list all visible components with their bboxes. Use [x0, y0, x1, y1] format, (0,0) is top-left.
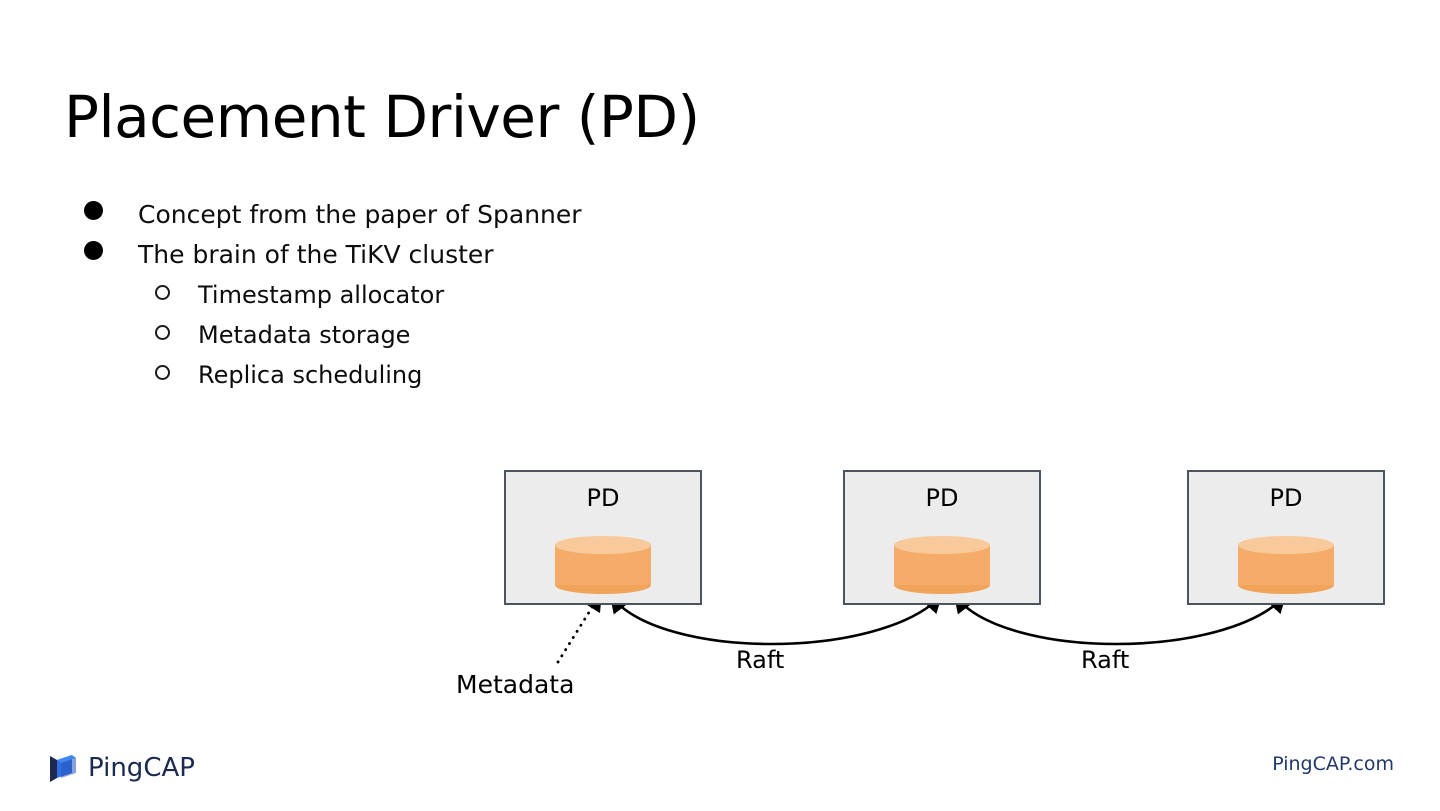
- filled-disc-bullet-icon: [84, 241, 103, 260]
- raft-edge-label-2: Raft: [1081, 646, 1130, 674]
- list-item-label: Timestamp allocator: [198, 281, 445, 309]
- pd-node-1: PD: [504, 470, 702, 605]
- list-item-label: The brain of the TiKV cluster: [138, 240, 494, 269]
- database-cylinder-icon: [1238, 536, 1334, 594]
- database-cylinder-icon: [555, 536, 651, 594]
- bullet-list: Concept from the paper of Spanner The br…: [84, 200, 984, 400]
- footer-logo: PingCAP: [48, 748, 195, 788]
- list-item: Timestamp allocator: [84, 280, 984, 320]
- pd-node-label: PD: [1269, 484, 1303, 512]
- hollow-circle-bullet-icon: [155, 365, 170, 380]
- pd-node-label: PD: [586, 484, 620, 512]
- list-item-label: Concept from the paper of Spanner: [138, 200, 582, 229]
- pd-node-label: PD: [925, 484, 959, 512]
- list-item: Replica scheduling: [84, 360, 984, 400]
- list-item: Metadata storage: [84, 320, 984, 360]
- footer-url: PingCAP.com: [1272, 753, 1394, 775]
- hollow-circle-bullet-icon: [155, 285, 170, 300]
- list-item: Concept from the paper of Spanner: [84, 200, 984, 240]
- hollow-circle-bullet-icon: [155, 325, 170, 340]
- raft-edge-label-1: Raft: [736, 646, 785, 674]
- pd-node-2: PD: [843, 470, 1041, 605]
- list-item: The brain of the TiKV cluster: [84, 240, 984, 280]
- pd-node-3: PD: [1187, 470, 1385, 605]
- database-cylinder-icon: [894, 536, 990, 594]
- filled-disc-bullet-icon: [84, 201, 103, 220]
- footer-brand-label: PingCAP: [88, 753, 195, 783]
- list-item-label: Metadata storage: [198, 321, 411, 349]
- list-item-label: Replica scheduling: [198, 361, 423, 389]
- page-title: Placement Driver (PD): [64, 83, 700, 151]
- pingcap-logo-icon: [50, 755, 76, 782]
- metadata-edge-label: Metadata: [456, 670, 575, 699]
